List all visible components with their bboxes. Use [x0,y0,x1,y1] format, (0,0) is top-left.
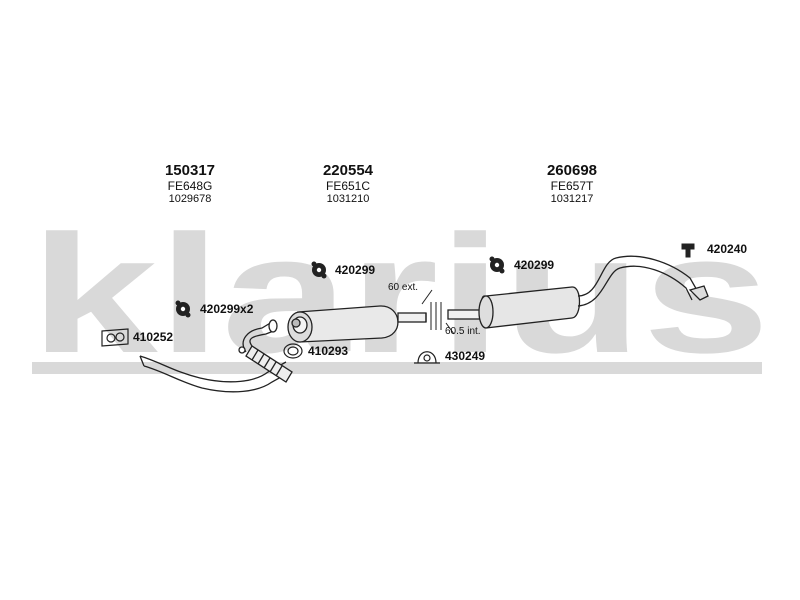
part-ref: 1029678 [168,193,212,205]
watermark-logo: klarius [30,200,770,388]
part-number: 150317 [164,162,216,179]
part-label: 410293 [308,344,349,358]
part-label: 420299x2 [200,302,254,316]
middle-silencer [287,305,427,343]
flange-gasket-icon [101,328,129,347]
header-group: 150317 FE648G 1029678 [150,162,230,205]
part-ref: 1031210 [326,193,370,205]
part-label: 420299 [514,258,555,272]
dimension-ext: 60 ext. [388,282,419,293]
part-ref: 1031217 [550,193,594,205]
pipe-clamp-icon [414,351,440,364]
part-code: FE648G [167,179,213,193]
flex-joint [245,345,293,383]
part-number: 260698 [546,162,598,179]
part-code: FE657T [550,179,594,193]
part-code: FE651C [325,179,371,193]
dimension-int: 60.5 int. [445,326,481,337]
rubber-hanger-icon [175,300,191,318]
part-label: 420240 [707,242,748,256]
rubber-hanger-icon [311,261,327,279]
part-number: 220554 [322,162,374,179]
rubber-hanger-icon [489,256,505,274]
part-label: 430249 [445,349,486,363]
front-pipe [139,319,293,393]
part-label: 410252 [133,330,174,344]
header-group: 220554 FE651C 1031210 [308,162,388,205]
rear-silencer [447,255,709,329]
joint-marks [421,289,455,335]
ring-gasket-icon [283,343,303,359]
header-group: 260698 FE657T 1031217 [532,162,612,205]
part-label: 420299 [335,263,376,277]
mounting-bracket-icon [681,243,695,258]
svg-text:klarius: klarius [30,200,770,388]
